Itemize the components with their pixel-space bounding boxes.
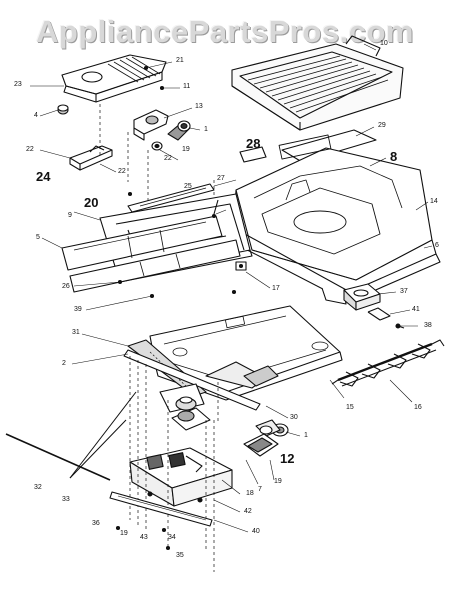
callout-38: 38 <box>424 322 432 329</box>
callout-8: 8 <box>390 149 398 164</box>
callout-20: 20 <box>84 195 99 210</box>
part-27-screw <box>211 199 219 219</box>
callout-1: 1 <box>204 126 208 133</box>
callout-5: 5 <box>36 234 40 241</box>
callout-41: 41 <box>412 306 420 313</box>
callout-4: 4 <box>34 112 38 119</box>
watermark-text: AppliancePartsPros.com <box>36 14 414 49</box>
callout-17: 17 <box>272 285 280 292</box>
callout-13: 13 <box>195 103 203 110</box>
part-34-screw <box>161 527 167 533</box>
part-18-motor-assembly <box>129 447 233 507</box>
part-23-bracket <box>61 54 167 103</box>
part-10-grille-panel <box>231 35 404 131</box>
part-19-socket <box>151 141 163 151</box>
part-37-motor <box>343 283 381 311</box>
callout-30: 30 <box>290 414 298 421</box>
callout-14: 14 <box>430 198 438 205</box>
part-8-housing <box>227 134 441 305</box>
callout-25: 25 <box>184 183 192 190</box>
part-5-front-panel <box>61 215 223 271</box>
screws-panel <box>117 191 237 299</box>
part-26-panel-strip <box>69 239 241 293</box>
callout-27: 27 <box>217 175 225 182</box>
callout-31: 31 <box>72 329 80 336</box>
callout-19-b: 19 <box>274 478 282 485</box>
part-35-screw <box>165 545 171 551</box>
callout-22-c: 22 <box>118 168 126 175</box>
callout-26: 26 <box>62 283 70 290</box>
part-19-screw-lower <box>115 525 121 531</box>
callout-23: 23 <box>14 81 22 88</box>
part-38-screw <box>395 323 405 329</box>
callout-1-lower: 1 <box>304 432 308 439</box>
part-24-bracket <box>69 145 113 171</box>
part-30-cover <box>159 383 205 413</box>
part-17-end-cap <box>235 261 247 271</box>
callout-40: 40 <box>252 528 260 535</box>
callout-22-a: 22 <box>164 155 172 162</box>
part-light-socket <box>171 407 211 431</box>
callout-39: 39 <box>74 306 82 313</box>
callout-9: 9 <box>68 212 72 219</box>
part-16-heater-strip <box>331 339 445 387</box>
part-43-rail <box>109 491 213 527</box>
callout-19-a: 19 <box>182 146 190 153</box>
callout-11: 11 <box>183 83 191 90</box>
part-12-gear <box>255 419 281 437</box>
callout-33: 33 <box>62 496 70 503</box>
callout-10: 10 <box>380 40 388 47</box>
part-4-knob <box>57 104 69 115</box>
guide-lines-upper <box>99 104 215 224</box>
part-25-trim-strip <box>127 183 215 213</box>
part-2-strip <box>123 349 261 411</box>
callout-43: 43 <box>140 534 148 541</box>
callout-42: 42 <box>244 508 252 515</box>
callout-2: 2 <box>62 360 66 367</box>
callout-32: 32 <box>34 484 42 491</box>
part-32-rod <box>5 433 111 481</box>
callout-36: 36 <box>92 520 100 527</box>
callout-28: 28 <box>246 136 261 151</box>
callout-29: 29 <box>378 122 386 129</box>
part-1-control <box>167 120 191 141</box>
part-15-base-plate <box>149 305 343 401</box>
callout-35: 35 <box>176 552 184 559</box>
callout-12: 12 <box>280 451 295 466</box>
callout-7: 7 <box>258 486 262 493</box>
part-28-pad <box>239 146 267 163</box>
part-13-bracket <box>133 109 169 141</box>
part-41-bracket <box>367 307 391 321</box>
callout-15: 15 <box>346 404 354 411</box>
leader-lines <box>30 43 433 533</box>
callout-37: 37 <box>400 288 408 295</box>
part-7-damper <box>243 433 279 457</box>
callout-18: 18 <box>246 490 254 497</box>
callout-16: 16 <box>414 404 422 411</box>
callout-21: 21 <box>176 57 184 64</box>
callout-22-b: 22 <box>26 146 34 153</box>
callout-6: 6 <box>435 242 439 249</box>
callout-24: 24 <box>36 169 51 184</box>
part-33-rod <box>69 391 137 479</box>
callout-34: 34 <box>168 534 176 541</box>
callout-19-c: 19 <box>120 530 128 537</box>
